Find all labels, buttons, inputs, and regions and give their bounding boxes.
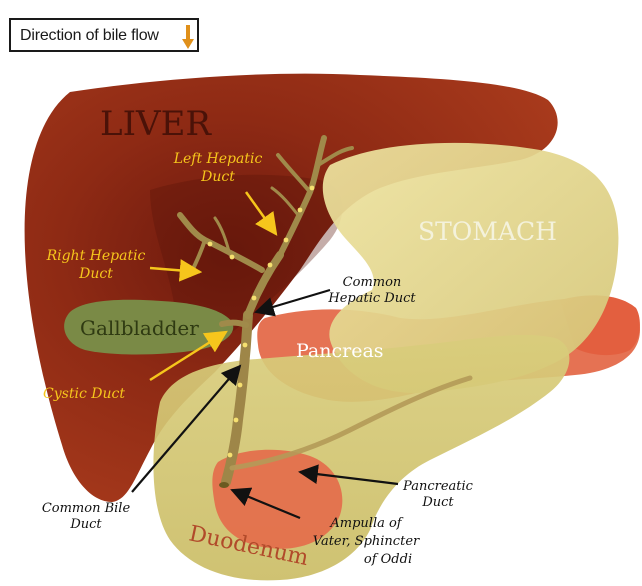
right-hepatic-label-line1: Right Hepatic <box>46 248 146 264</box>
stomach-label: STOMACH <box>418 217 557 246</box>
down-arrow-icon <box>182 24 194 50</box>
pancreatic-duct-label-line1: Pancreatic <box>402 479 474 494</box>
ampulla-opening <box>219 482 229 488</box>
ampulla-label-line3: of Oddi <box>364 552 412 567</box>
common-hepatic-label-line2: Hepatic Duct <box>327 291 416 306</box>
cystic-duct-label: Cystic Duct <box>43 386 125 402</box>
pancreatic-duct-label-line2: Duct <box>421 495 454 510</box>
common-hepatic-label-line1: Common <box>343 275 402 290</box>
left-hepatic-label-line1: Left Hepatic <box>173 151 263 167</box>
liver-label: LIVER <box>100 104 212 144</box>
left-hepatic-label-line2: Duct <box>200 169 235 185</box>
legend-box: Direction of bile flow <box>9 18 199 52</box>
legend-text: Direction of bile flow <box>20 27 159 45</box>
pancreas-label: Pancreas <box>296 340 384 362</box>
ampulla-label-line2: Vater, Sphincter <box>313 534 420 549</box>
common-bile-label-line1: Common Bile <box>42 501 131 516</box>
ampulla-label-line1: Ampulla of <box>329 516 403 531</box>
gallbladder-label: Gallbladder <box>80 316 199 340</box>
right-hepatic-label-line2: Duct <box>78 266 113 282</box>
common-bile-label-line2: Duct <box>69 517 102 532</box>
